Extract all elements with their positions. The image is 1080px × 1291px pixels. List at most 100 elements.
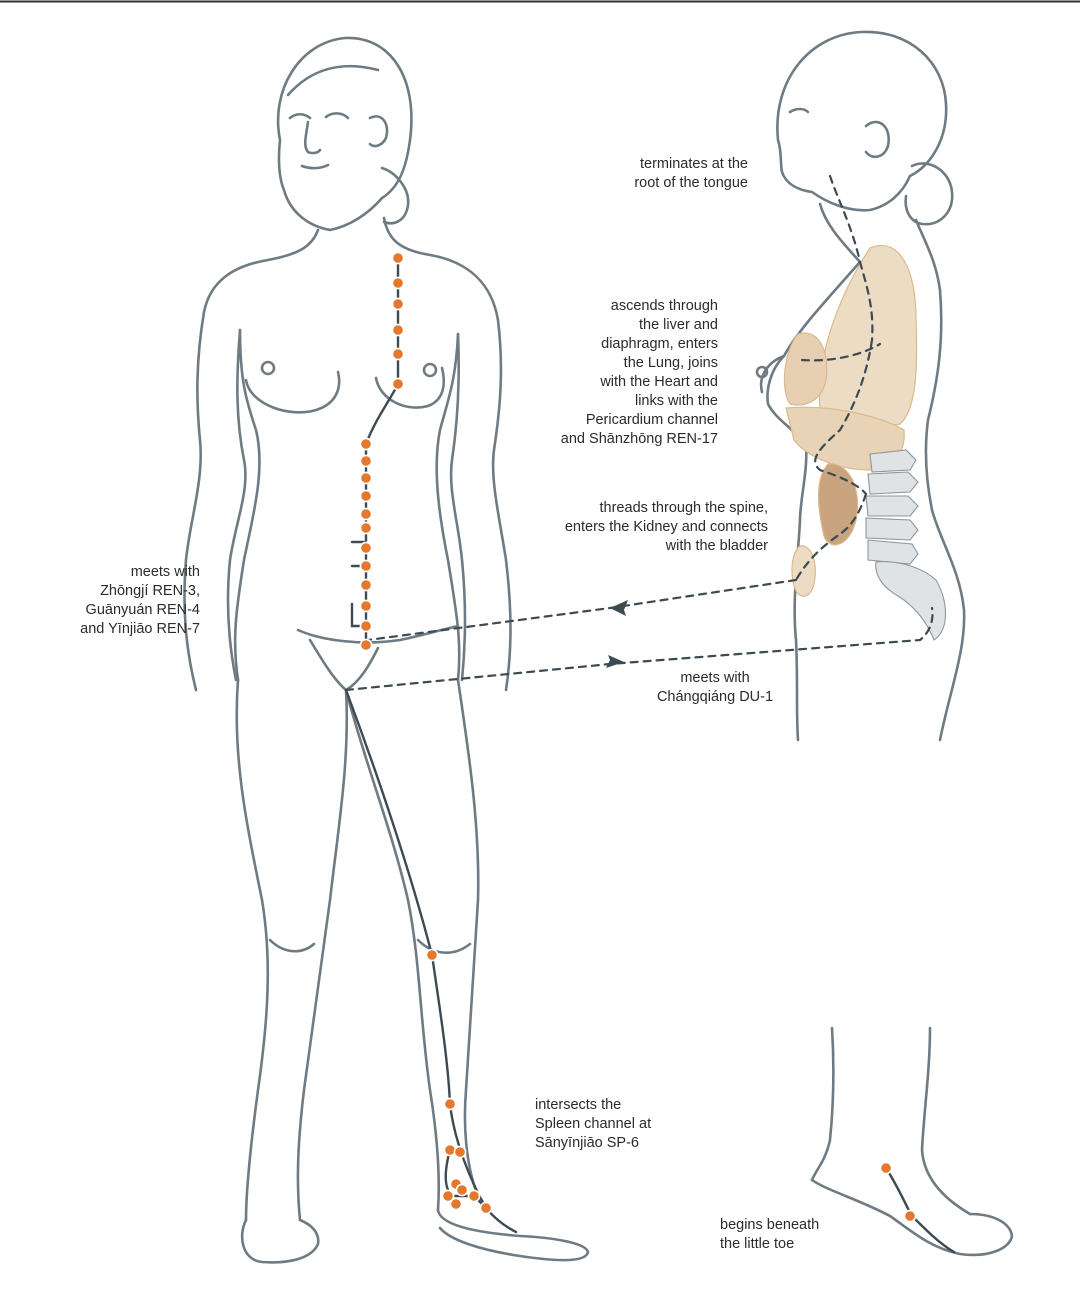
side-chest-front xyxy=(766,260,862,522)
front-breast-right xyxy=(374,366,446,409)
bladder xyxy=(791,545,816,597)
kidney xyxy=(817,463,859,546)
liver-dashed-line xyxy=(814,338,874,496)
side-back xyxy=(924,288,966,742)
vertebra xyxy=(867,539,919,565)
acupoint-dot xyxy=(359,619,373,633)
front-arm-right-inner xyxy=(449,332,467,682)
spine xyxy=(865,449,946,641)
arrow-left xyxy=(610,600,628,616)
front-nose xyxy=(303,120,322,155)
acupoint-dot xyxy=(425,948,439,962)
acupoint-dot xyxy=(391,377,405,391)
acupoint-dot xyxy=(359,559,373,573)
spine-dashed-line xyxy=(794,492,868,582)
front-leg-left-outer xyxy=(235,678,270,1222)
acupoint-dot xyxy=(391,251,405,265)
front-ear xyxy=(368,115,389,148)
side-ear xyxy=(864,120,890,159)
front-hair xyxy=(380,166,410,225)
label-ascends: ascends through the liver and diaphragm,… xyxy=(560,298,718,447)
sacrum xyxy=(875,561,946,641)
acupoint-dot xyxy=(359,454,373,468)
acupoint-dot xyxy=(359,578,373,592)
acupoint-dot xyxy=(879,1161,893,1175)
acupoints xyxy=(359,251,917,1223)
front-mouth xyxy=(300,163,330,170)
vertebra xyxy=(865,517,919,541)
acupoint-dot xyxy=(359,489,373,503)
label-meets-du: meets with Chángqiáng DU-1 xyxy=(656,670,774,705)
side-leg-back xyxy=(920,1026,972,1216)
front-foot-left xyxy=(240,1218,320,1264)
acupoint-dot xyxy=(359,521,373,535)
upper-connector-dashed xyxy=(366,578,798,642)
front-knee-right xyxy=(416,938,472,954)
tongue-dashed-line xyxy=(828,174,874,342)
acupoint-dot xyxy=(455,1183,469,1197)
front-pelvis xyxy=(296,624,460,644)
acupoint-dot xyxy=(391,297,405,311)
acupoint-dot xyxy=(359,437,373,451)
front-leg-right-outer xyxy=(456,678,482,1202)
lower-connector-dashed xyxy=(344,606,934,692)
side-neck-front xyxy=(818,202,862,264)
front-leg-right-inner xyxy=(344,688,441,1212)
side-leg-front xyxy=(810,1026,835,1182)
front-arm-left xyxy=(183,310,206,692)
acupoint-dot xyxy=(391,347,405,361)
front-hair-line xyxy=(286,64,380,97)
front-arm-left-inner xyxy=(226,328,247,682)
vertebra xyxy=(869,449,917,473)
acupoint-dot xyxy=(359,471,373,485)
acupoint-dot xyxy=(441,1189,455,1203)
acupoint-dot xyxy=(359,638,373,652)
side-hair-bun xyxy=(904,162,954,226)
arrow-right xyxy=(606,655,624,668)
front-eye-right xyxy=(324,112,350,120)
front-foot-right xyxy=(436,1208,590,1262)
side-neck-back xyxy=(914,218,942,292)
acupoint-dot xyxy=(359,507,373,521)
side-eye xyxy=(788,107,810,114)
side-head-outline xyxy=(776,30,948,212)
front-neck-right xyxy=(382,216,500,322)
acupoint-dot xyxy=(449,1197,463,1211)
label-intersects: intersects the Spleen channel at Sānyīnj… xyxy=(535,1097,652,1151)
front-torso-left xyxy=(233,328,261,682)
diaphragm-dashed-line xyxy=(800,342,882,362)
label-terminates: terminates at the root of the tongue xyxy=(634,156,748,191)
toe-channel-line xyxy=(884,1166,956,1254)
organs xyxy=(783,245,918,597)
front-arm-right xyxy=(491,318,512,692)
front-eye-left xyxy=(288,112,312,120)
side-nipple xyxy=(755,365,769,379)
front-knee-left xyxy=(268,938,316,953)
front-breast-left xyxy=(244,370,341,414)
side-figure xyxy=(755,30,1014,1257)
acupoint-dot xyxy=(479,1201,493,1215)
label-begins: begins beneath the little toe xyxy=(720,1217,820,1252)
acupoint-dot xyxy=(359,541,373,555)
heart xyxy=(783,332,828,406)
vertebra xyxy=(865,495,919,517)
acupoint-dot xyxy=(467,1189,481,1203)
label-threads: threads through the spine, enters the Ki… xyxy=(564,500,768,554)
front-neck-left xyxy=(202,228,320,314)
front-leg-left-inner xyxy=(296,688,349,1222)
label-meets-ren: meets with Zhōngjí REN-3, Guānyuán REN-4… xyxy=(80,564,200,637)
vertebra xyxy=(867,471,919,495)
acupoint-dot xyxy=(443,1097,457,1111)
acupoint-dot xyxy=(903,1209,917,1223)
acupoint-dot xyxy=(391,276,405,290)
acupoint-dot xyxy=(453,1145,467,1159)
lung xyxy=(818,245,918,427)
front-figure xyxy=(183,36,590,1264)
front-nipple-right xyxy=(422,362,438,378)
acupoint-dot xyxy=(359,599,373,613)
side-foot xyxy=(810,1178,1014,1257)
acupoint-dot xyxy=(391,323,405,337)
front-nipple-left xyxy=(260,360,276,376)
